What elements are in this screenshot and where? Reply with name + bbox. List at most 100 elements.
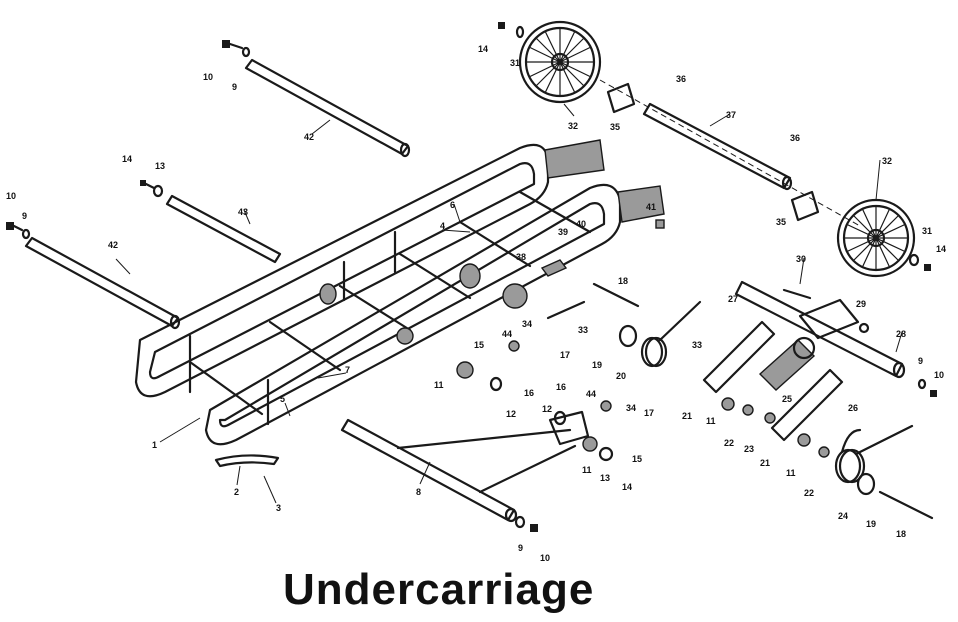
callout-6: 6 [450, 200, 455, 210]
callout-19: 19 [592, 360, 602, 370]
callout-34: 34 [626, 403, 636, 413]
callout-24: 24 [838, 511, 848, 521]
callout-22: 22 [724, 438, 734, 448]
callout-19: 19 [866, 519, 876, 529]
callout-3: 3 [276, 503, 281, 513]
callout-42: 42 [108, 240, 118, 250]
shock-absorber-25 [758, 336, 816, 391]
callout-18: 18 [618, 276, 628, 286]
callout-9: 9 [22, 211, 27, 221]
callout-11: 11 [706, 416, 716, 426]
callout-18: 18 [896, 529, 906, 539]
callout-10: 10 [203, 72, 213, 82]
bolt-10-lower [6, 222, 31, 240]
lower-arm-8 [340, 410, 590, 523]
callout-21: 21 [760, 458, 770, 468]
hub-35-upper [606, 82, 636, 114]
callout-29: 29 [856, 299, 866, 309]
bolt-10-upper [222, 40, 251, 58]
callout-9: 9 [918, 356, 923, 366]
washer-19 [618, 324, 638, 348]
arm-21-upper [702, 320, 776, 394]
shaft-42-upper [244, 58, 411, 158]
callout-35: 35 [776, 217, 786, 227]
callout-41: 41 [646, 202, 656, 212]
bolt-18-lower [856, 472, 934, 520]
callout-33: 33 [692, 340, 702, 350]
bolt-18-upper [592, 282, 640, 308]
callout-21: 21 [682, 411, 692, 421]
leader-lines [115, 103, 903, 504]
callout-23: 23 [744, 444, 754, 454]
callout-35: 35 [610, 122, 620, 132]
callout-28: 28 [896, 329, 906, 339]
callout-labels: 1 2 3 4 5 6 7 8 9 9 9 9 10 10 10 10 11 1… [6, 44, 946, 563]
callout-11: 11 [786, 468, 796, 478]
slide-wear-strip-2 [214, 454, 280, 468]
callout-12: 12 [542, 404, 552, 414]
shaft-43 [165, 194, 282, 264]
callout-14: 14 [622, 482, 632, 492]
callout-44: 44 [586, 389, 596, 399]
callout-22: 22 [804, 488, 814, 498]
callout-10: 10 [540, 553, 550, 563]
callout-17: 17 [560, 350, 570, 360]
shaft-42-lower [24, 236, 181, 330]
callout-10: 10 [6, 191, 16, 201]
callout-14: 14 [122, 154, 132, 164]
callout-1: 1 [152, 440, 157, 450]
callout-31: 31 [922, 226, 932, 236]
idler-wheel-upper [518, 20, 602, 104]
page-title: Undercarriage [283, 565, 595, 614]
callout-8: 8 [416, 487, 421, 497]
callout-39: 39 [558, 227, 568, 237]
callout-2: 2 [234, 487, 239, 497]
callout-43: 43 [238, 207, 248, 217]
arm-21-lower [770, 368, 844, 442]
callout-27: 27 [728, 294, 738, 304]
idler-wheel-lower [836, 198, 916, 278]
callout-15: 15 [632, 454, 642, 464]
callout-31: 31 [510, 58, 520, 68]
spring-24 [834, 424, 914, 484]
bushings-11-22-23 [582, 397, 830, 462]
callout-44: 44 [502, 329, 512, 339]
callout-15: 15 [474, 340, 484, 350]
callout-16: 16 [524, 388, 534, 398]
callout-9: 9 [518, 543, 523, 553]
callout-32: 32 [568, 121, 578, 131]
callout-33: 33 [578, 325, 588, 335]
frame-rail-assembly [134, 139, 665, 446]
callout-13: 13 [155, 161, 165, 171]
callout-7: 7 [345, 365, 350, 375]
callout-34: 34 [522, 319, 532, 329]
hub-35-lower [790, 190, 820, 222]
axle-37 [642, 102, 793, 191]
callout-16: 16 [556, 382, 566, 392]
callout-11: 11 [434, 380, 444, 390]
callout-38: 38 [516, 252, 526, 262]
callout-10: 10 [934, 370, 944, 380]
callout-36: 36 [676, 74, 686, 84]
rear-axle-28 [734, 280, 906, 379]
callout-13: 13 [600, 473, 610, 483]
callout-25: 25 [782, 394, 792, 404]
callout-37: 37 [726, 110, 736, 120]
callout-17: 17 [644, 408, 654, 418]
callout-12: 12 [506, 409, 516, 419]
callout-32: 32 [882, 156, 892, 166]
callout-4: 4 [440, 221, 445, 231]
small-hardware [489, 22, 937, 532]
callout-9: 9 [232, 82, 237, 92]
callout-5: 5 [280, 394, 285, 404]
callout-26: 26 [848, 403, 858, 413]
spring-20 [640, 300, 702, 368]
callout-11: 11 [582, 465, 592, 475]
callout-36: 36 [790, 133, 800, 143]
callout-40: 40 [576, 219, 586, 229]
callout-14: 14 [478, 44, 488, 54]
callout-14: 14 [936, 244, 946, 254]
callout-30: 30 [796, 254, 806, 264]
bolt-14-13-left [140, 180, 164, 198]
